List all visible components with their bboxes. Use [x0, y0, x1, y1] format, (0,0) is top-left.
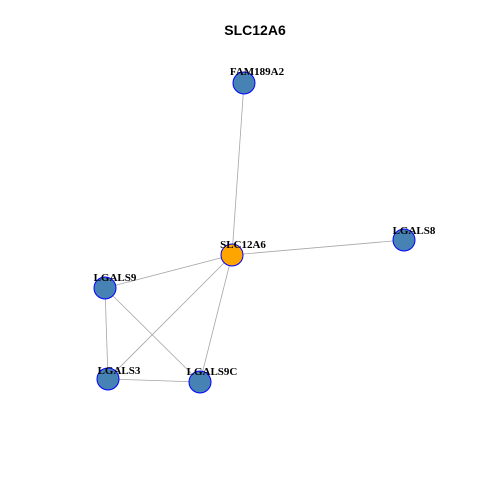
node-label-lgals8: LGALS8 — [393, 225, 436, 237]
node-lgals8[interactable] — [392, 228, 416, 252]
edge-slc12a6-fam189a2 — [231, 82, 245, 256]
node-fam189a2[interactable] — [232, 71, 256, 95]
node-lgals9[interactable] — [93, 276, 117, 300]
edge-layer — [104, 82, 405, 383]
edge-slc12a6-lgals3 — [107, 254, 233, 380]
node-label-slc12a6: SLC12A6 — [220, 239, 266, 251]
edge-slc12a6-lgals9 — [104, 254, 233, 289]
graph-title: SLC12A6 — [224, 22, 286, 38]
edge-slc12a6-lgals9c — [199, 254, 233, 383]
node-label-lgals9c: LGALS9C — [187, 366, 238, 378]
node-label-lgals9: LGALS9 — [94, 272, 137, 284]
node-label-fam189a2: FAM189A2 — [230, 66, 285, 78]
node-lgals3[interactable] — [96, 367, 120, 391]
node-slc12a6[interactable] — [220, 243, 244, 267]
node-label-lgals3: LGALS3 — [98, 365, 141, 377]
edge-slc12a6-lgals8 — [231, 239, 405, 256]
edge-lgals9-lgals9c — [104, 287, 201, 383]
node-lgals9c[interactable] — [188, 370, 212, 394]
edge-lgals9-lgals3 — [104, 287, 109, 380]
node-layer — [93, 71, 416, 394]
edge-lgals3-lgals9c — [107, 378, 201, 383]
